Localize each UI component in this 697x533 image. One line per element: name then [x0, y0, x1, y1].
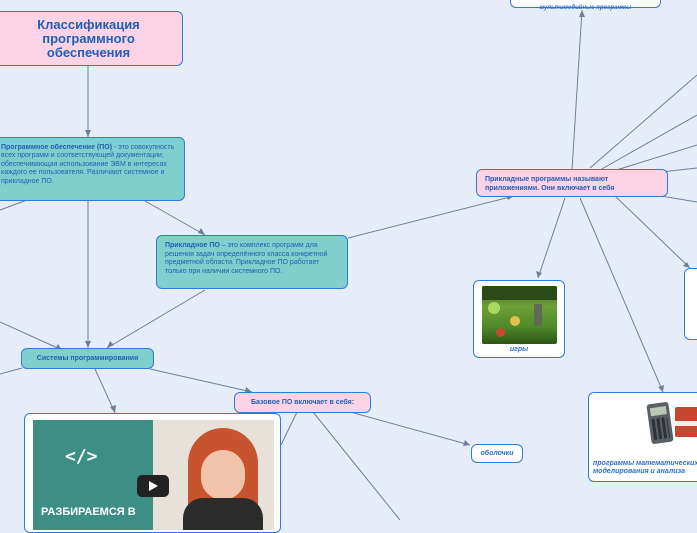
- programming-systems-label: Системы программирования: [36, 355, 139, 362]
- software-term: Программное обеспечение (ПО): [1, 144, 113, 151]
- root-title: Классификация программного обеспечения: [37, 16, 140, 60]
- play-icon[interactable]: [137, 475, 169, 497]
- video-title: РАЗБИРАЕМСЯ В: [41, 506, 136, 518]
- math-programs-label: программы математических расчетов, модел…: [593, 460, 697, 475]
- base-software-label: Базовое ПО включает в себя:: [250, 399, 355, 406]
- base-software-node[interactable]: Базовое ПО включает в себя:: [234, 392, 371, 413]
- programming-systems-node[interactable]: Системы программирования: [21, 348, 154, 369]
- software-definition: - это совокупность всех программ и соотв…: [1, 144, 175, 185]
- applied-software-definition: – это комплекс программ для решения зада…: [165, 242, 328, 275]
- games-node[interactable]: игры: [473, 280, 565, 358]
- connector-lines: [0, 9, 697, 520]
- applied-software-term: Прикладное ПО: [165, 242, 220, 249]
- applied-software-node[interactable]: Прикладное ПО – это комплекс программ дл…: [156, 235, 348, 289]
- software-node[interactable]: Программное обеспечение (ПО) - это совок…: [0, 137, 185, 201]
- math-programs-node[interactable]: программы математических расчетов, модел…: [588, 392, 697, 482]
- shells-label: оболочки: [480, 450, 514, 457]
- games-image: [482, 286, 557, 344]
- root-node[interactable]: Классификация программного обеспечения: [0, 11, 183, 66]
- applied-programs-node[interactable]: Прикладные программы называют приложения…: [476, 169, 668, 197]
- code-brackets-icon: </>: [65, 446, 98, 467]
- applied-programs-label: Прикладные программы называют приложения…: [485, 176, 615, 192]
- multimedia-label: мультимедийные программы: [539, 5, 632, 11]
- partial-node-right[interactable]: [684, 268, 697, 340]
- games-label: игры: [509, 346, 529, 353]
- video-node[interactable]: </> РАЗБИРАЕМСЯ В: [24, 413, 281, 533]
- shells-node[interactable]: оболочки: [471, 444, 523, 463]
- calculator-icon: [646, 401, 674, 445]
- books-image: [675, 407, 697, 437]
- video-thumbnail[interactable]: </> РАЗБИРАЕМСЯ В: [33, 420, 274, 530]
- multimedia-node[interactable]: мультимедийные программы: [510, 0, 661, 11]
